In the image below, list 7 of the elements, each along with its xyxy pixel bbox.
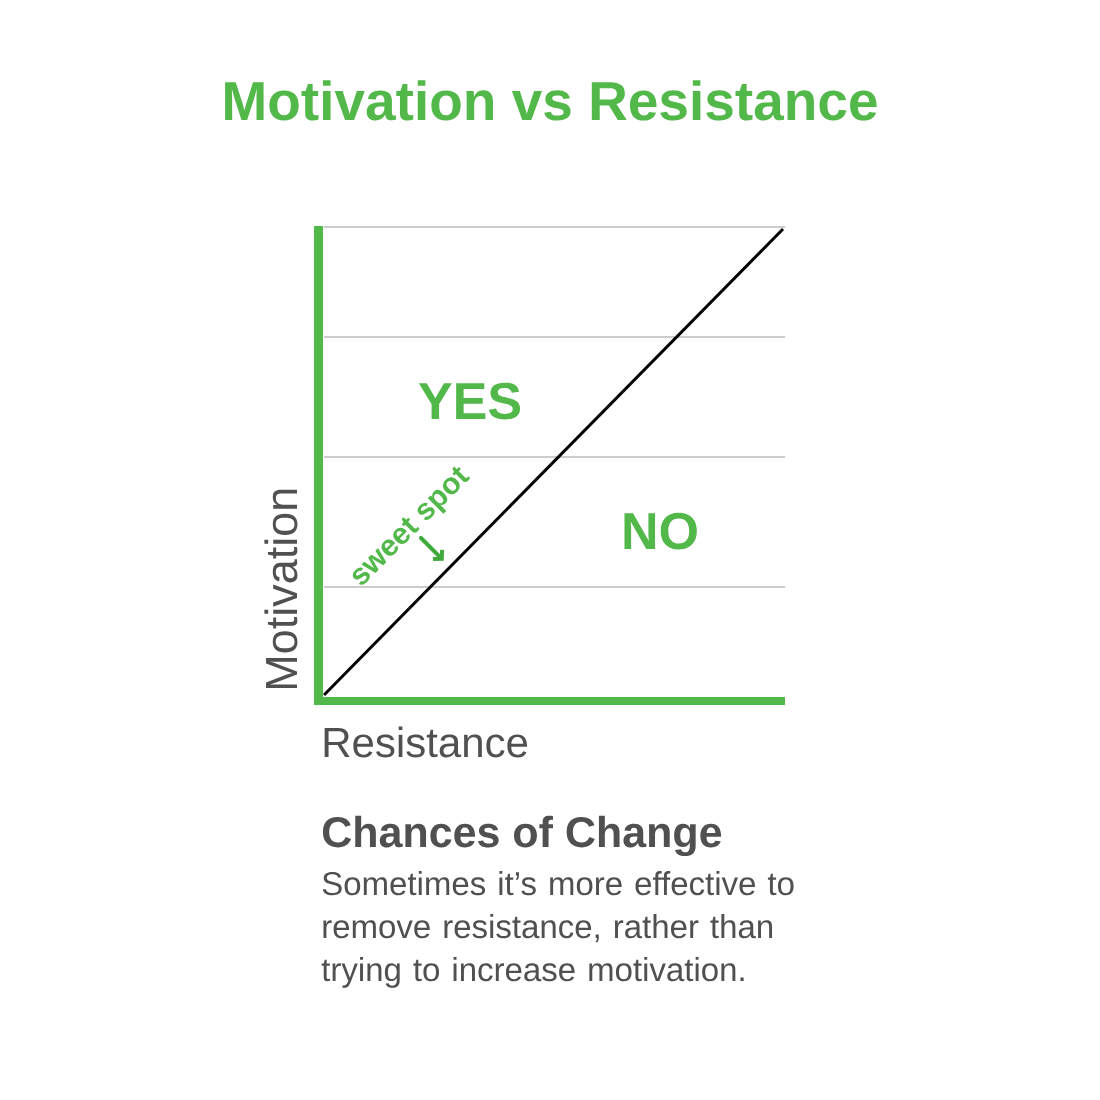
heading: Chances of Change	[322, 815, 722, 857]
arrow	[419, 535, 445, 562]
paragraph: Sometimes it’s more effective to remove resistance, rather than trying to increase motivation.	[321, 871, 794, 988]
region-label: YES	[418, 382, 520, 420]
diagonal-line	[322, 227, 785, 697]
region-label: NO	[624, 512, 697, 550]
title: Motivation vs Resistance	[225, 80, 877, 121]
